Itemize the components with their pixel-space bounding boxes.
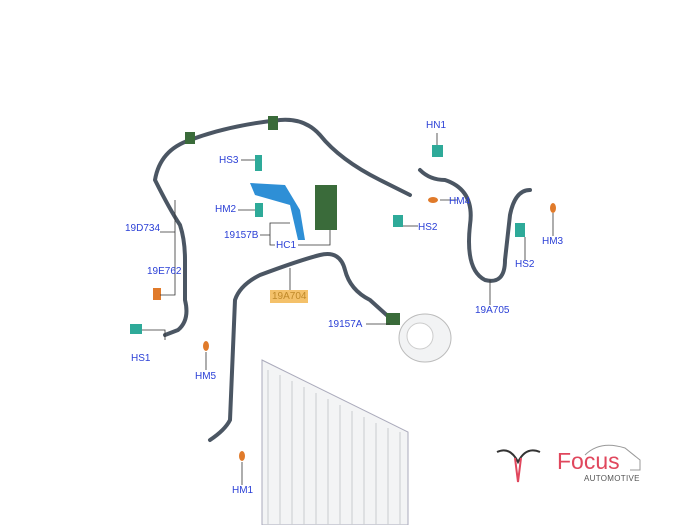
- pipe-19a705: [418, 168, 532, 283]
- hs3-bolt: [255, 155, 262, 171]
- callout-hc1: HC1: [276, 240, 297, 251]
- hn1-cap: [432, 145, 443, 157]
- callout-19a705: 19A705: [475, 305, 510, 316]
- callout-19a704-highlighted[interactable]: 19A704: [270, 290, 309, 303]
- callout-19157a: 19157A: [328, 319, 363, 330]
- pipe-19d734: [153, 117, 412, 337]
- logo-tagline: AUTOMOTIVE: [584, 474, 640, 483]
- 19e762-sensor: [153, 288, 161, 300]
- callout-hs1: HS1: [131, 353, 151, 364]
- callout-hs3: HS3: [219, 155, 239, 166]
- focus-logo-mark: [496, 444, 641, 483]
- callout-hm5: HM5: [195, 371, 217, 382]
- hs2-valve-a: [393, 215, 403, 227]
- 19157a-bracket-part: [386, 313, 400, 325]
- hm3-oring: [550, 203, 556, 213]
- condenser: [261, 359, 409, 525]
- hm2-bolt: [255, 203, 263, 217]
- callout-hm3: HM3: [542, 236, 564, 247]
- callout-hm1: HM1: [232, 485, 254, 496]
- callout-hm4: HM4: [449, 196, 471, 207]
- hc1-bracket-part: [315, 185, 337, 230]
- callout-hs2-right: HS2: [515, 259, 535, 270]
- callout-hs2: HS2: [418, 222, 438, 233]
- hm1-oring: [239, 451, 245, 461]
- callout-hn1: HN1: [426, 120, 447, 131]
- callout-19e762: 19E762: [147, 266, 182, 277]
- callout-hm2: HM2: [215, 204, 237, 215]
- compressor: [398, 313, 452, 363]
- logo-name: Focus: [557, 448, 620, 474]
- callout-19d734: 19D734: [125, 223, 161, 234]
- hs2-valve-b: [515, 223, 525, 237]
- hs1-valve: [130, 324, 142, 334]
- callout-19157b: 19157B: [224, 230, 259, 241]
- 19157b-bracket-part: [250, 183, 305, 240]
- hm4-oring: [428, 197, 438, 203]
- hm5-oring: [203, 341, 209, 351]
- pipe-19a704: [208, 252, 392, 442]
